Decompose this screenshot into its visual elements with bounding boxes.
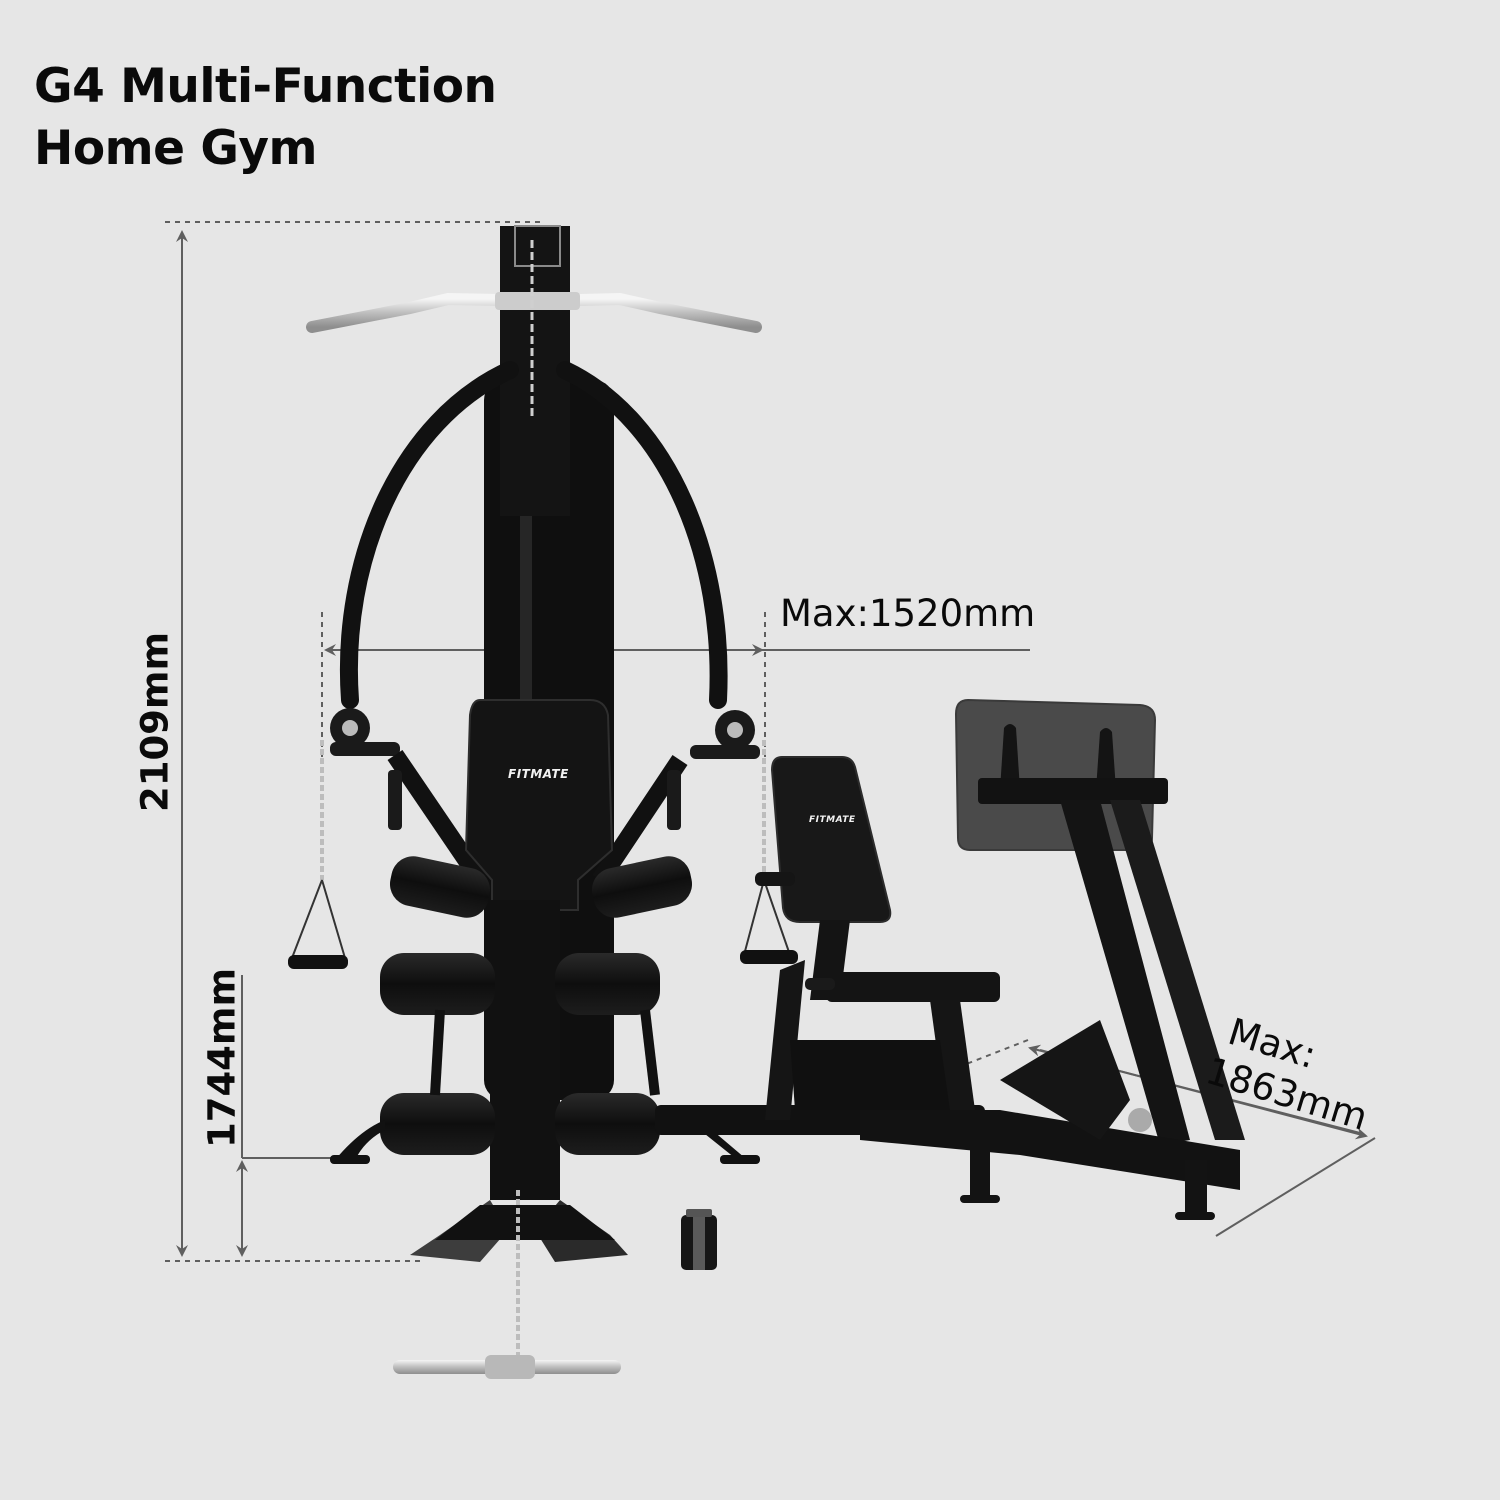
title-line-2: Home Gym xyxy=(34,121,318,176)
pec-deck-arms xyxy=(340,361,728,709)
page-title: G4 Multi-Function Home Gym xyxy=(34,56,497,180)
width-separator: : xyxy=(856,592,869,635)
cable-handles xyxy=(288,740,798,969)
low-row-handle xyxy=(393,1190,621,1379)
ankle-strap xyxy=(681,1209,717,1270)
pec-arm-joints xyxy=(330,708,760,886)
leg-rollers xyxy=(380,900,660,1200)
height-dimension-label: 2109mm xyxy=(133,631,177,813)
brand-logo-leg-press-seat: FITMATE xyxy=(809,815,856,825)
foot-plate xyxy=(410,1200,628,1262)
lat-pulldown-bar xyxy=(306,292,762,333)
leg-press-station xyxy=(755,698,1245,1220)
title-line-1: G4 Multi-Function xyxy=(34,59,497,114)
width-dimension-label: Max:1520mm xyxy=(780,592,1035,635)
arm-pads xyxy=(389,856,693,918)
seat-height-dimension-label: 1744mm xyxy=(200,967,244,1149)
width-prefix: Max xyxy=(780,592,857,635)
brand-logo-main-seat: FITMATE xyxy=(508,767,569,781)
back-pad xyxy=(464,699,614,911)
width-value: 1520mm xyxy=(868,592,1036,635)
